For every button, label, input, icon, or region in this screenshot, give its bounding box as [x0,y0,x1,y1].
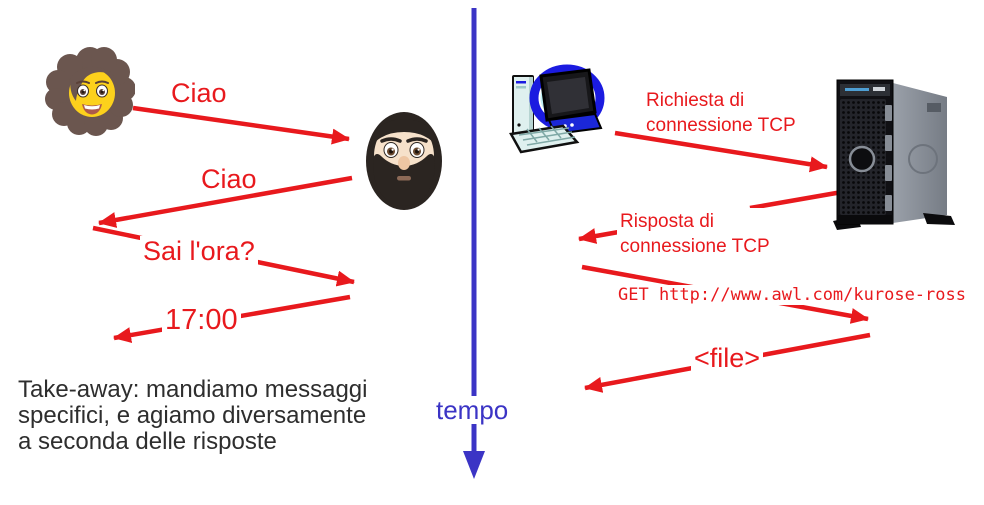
message-label-answer: 17:00 [162,304,241,338]
message-label-ciao-2: Ciao [201,164,257,194]
message-label-question: Sai l'ora? [140,236,258,268]
man-emoji [366,112,442,210]
server-tower-icon [833,79,955,230]
arrow-ciao-2 [98,175,353,228]
timeline-arrow-icon [463,8,485,479]
takeaway-note: Take-away: mandiamo messaggi specifici, … [18,377,368,455]
arrow-tcp-request [614,130,828,173]
tcp-request-line-2: connessione TCP [646,115,796,136]
file-response-label: <file> [691,343,764,375]
timeline-label: tempo [433,396,512,424]
takeaway-line-1: Take-away: mandiamo messaggi [18,376,368,403]
takeaway-line-3: a seconda delle risposte [18,428,277,455]
client-computer-icon [509,64,605,154]
tcp-request-label: Richiesta di connessione TCP [646,88,796,138]
arrow-tcp-response-a [749,189,843,211]
tcp-response-label: Risposta di connessione TCP [617,208,773,260]
woman-emoji [45,47,135,136]
tcp-response-line-2: connessione TCP [620,236,770,257]
http-get-label: GET http://www.awl.com/kurose-ross [615,285,969,306]
tcp-request-line-1: Richiesta di [646,90,745,111]
takeaway-line-2: specifici, e agiamo diversamente [18,402,367,429]
tcp-response-line-1: Risposta di [620,211,714,232]
arrow-ciao-1 [132,105,350,145]
message-label-ciao-1: Ciao [171,78,227,108]
